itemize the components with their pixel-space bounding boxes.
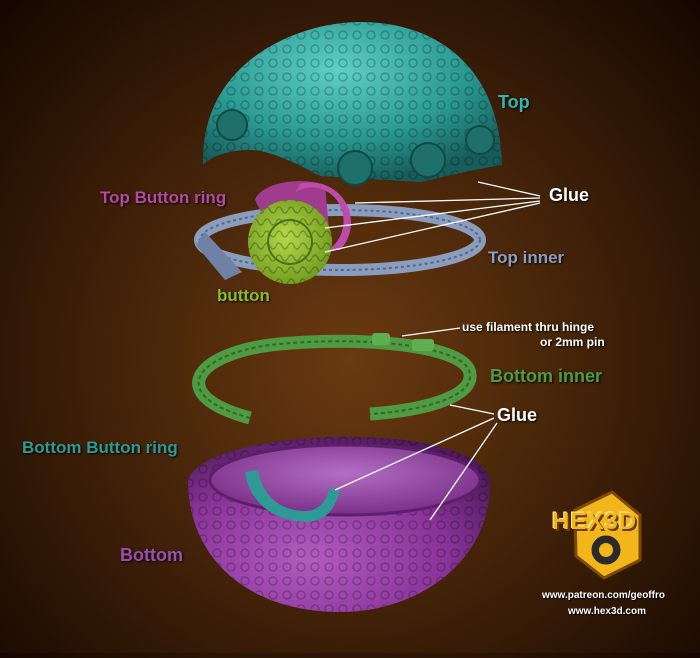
label-bottom-inner: Bottom inner (490, 366, 602, 386)
bottom-inner-ring (192, 333, 477, 425)
label-hinge-note-line1: use filament thru hinge (462, 320, 595, 334)
label-hinge-note-line2: or 2mm pin (540, 335, 605, 349)
hex3d-logo-text: HEX3D (552, 508, 638, 535)
hex3d-logo-emblem (573, 490, 642, 580)
site-url: www.hex3d.com (568, 606, 646, 617)
bottom-button-ring (245, 470, 340, 522)
top-inner-ring (194, 204, 486, 280)
bottom-shell (188, 436, 491, 612)
label-button: button (217, 286, 270, 305)
button-part (248, 200, 332, 284)
label-bottom: Bottom (120, 545, 183, 565)
leader-lines (324, 181, 541, 521)
patreon-url: www.patreon.com/geoffro (542, 590, 665, 601)
label-top-button-ring: Top Button ring (100, 188, 227, 207)
label-top-inner: Top inner (488, 248, 565, 267)
top-dome (202, 22, 502, 186)
label-glue-bottom: Glue (497, 405, 538, 425)
label-bottom-button-ring: Bottom Button ring (22, 438, 178, 457)
label-top: Top (498, 92, 530, 112)
label-glue-top: Glue (549, 185, 590, 205)
